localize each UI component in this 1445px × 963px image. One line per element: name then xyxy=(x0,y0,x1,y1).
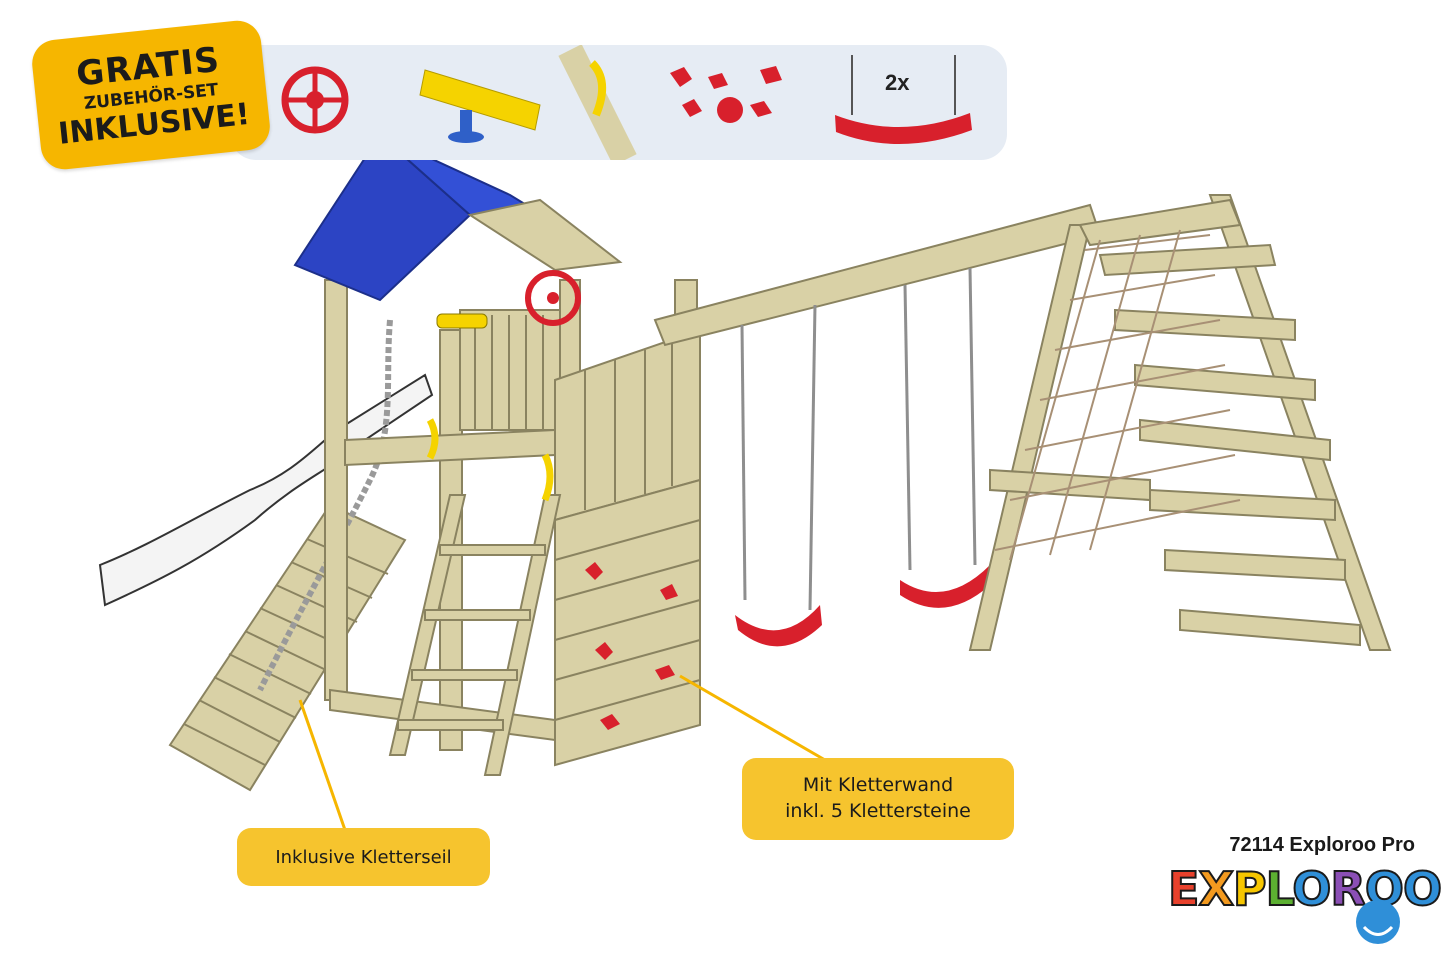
swing-seat xyxy=(735,605,822,647)
rope-callout: Inklusive Kletterseil xyxy=(237,828,490,886)
brand-logo-letter: O xyxy=(1291,861,1332,917)
handle-grip xyxy=(426,418,439,460)
product-name: 72114 Exploroo Pro xyxy=(1229,834,1415,856)
climbing-wall-callout: Mit Kletterwand inkl. 5 Klettersteine xyxy=(742,758,1014,840)
steering-wheel xyxy=(525,270,581,326)
brand-logo-letter: R xyxy=(1329,861,1366,917)
handle-grip-icon xyxy=(558,44,637,166)
brand-logo-letter: P xyxy=(1232,861,1268,917)
ladder xyxy=(388,494,562,776)
brand-logo-text: EXPLOROO xyxy=(1167,861,1443,917)
wall-callout-pointer xyxy=(679,674,826,762)
climbing-stones-icon xyxy=(670,66,782,123)
swings xyxy=(735,267,990,647)
brand-logo-letter: E xyxy=(1167,861,1200,917)
rope-callout-text: Inklusive Kletterseil xyxy=(275,846,452,868)
climbing-stones xyxy=(585,562,678,730)
rope-callout-pointer xyxy=(298,699,347,831)
promo-badge: GRATIS ZUBEHÖR-SET INKLUSIVE! xyxy=(29,18,273,172)
slide xyxy=(98,373,434,607)
steering-wheel-icon xyxy=(281,66,349,134)
telescope xyxy=(436,313,488,329)
brand-logo: EXPLOROO xyxy=(1167,861,1443,962)
accessory-icons xyxy=(281,44,972,166)
accessory-bar xyxy=(230,44,1007,166)
climbing-rope xyxy=(257,319,393,692)
swing-seat xyxy=(900,565,990,608)
brand-logo-letter: L xyxy=(1265,861,1295,917)
play-tower xyxy=(324,279,701,767)
brand-logo-letter: O xyxy=(1402,861,1443,917)
swing-quantity-label: 2x xyxy=(885,70,910,95)
brand-logo-letter: X xyxy=(1197,861,1235,917)
swing-beam xyxy=(653,203,1102,347)
swing-seat-icon xyxy=(835,55,972,145)
tower-roof xyxy=(293,133,623,302)
logo-mascot-icon xyxy=(1356,900,1400,944)
telescope-icon xyxy=(419,69,541,143)
handle-grip xyxy=(541,453,554,502)
a-frame-climbing-net xyxy=(968,194,1392,651)
wall-callout-line-2: inkl. 5 Klettersteine xyxy=(785,800,971,822)
wall-callout-line-1: Mit Kletterwand xyxy=(802,774,954,797)
